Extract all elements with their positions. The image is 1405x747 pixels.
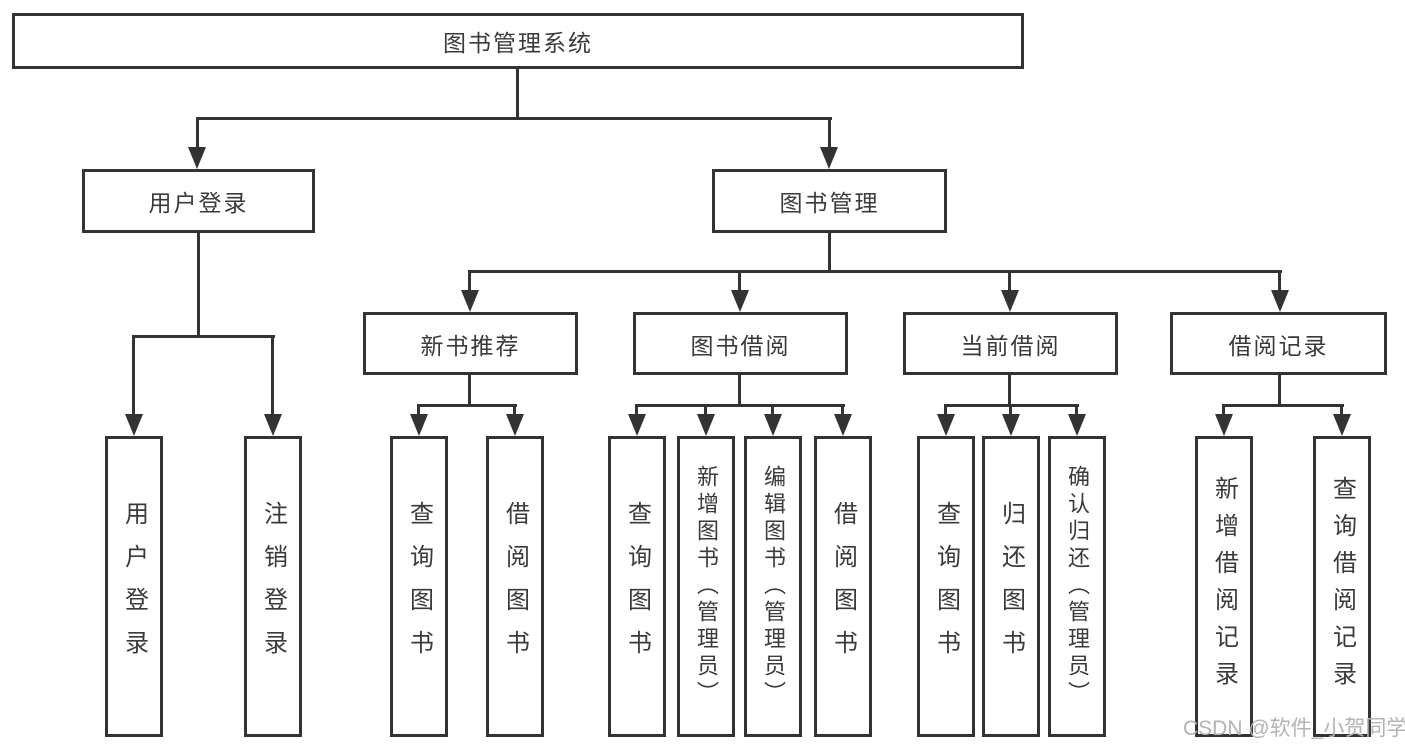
connector-line [196,117,832,120]
connector-line [828,233,831,272]
node-new-book-recommend: 新书推荐 [363,312,578,375]
arrow-head [937,414,955,436]
connector-line [1009,404,1012,416]
arrow-head [1002,414,1020,436]
connector-line [771,404,774,416]
connector-line [516,69,519,120]
leaf-query-books-borrow: 查询图书 [608,436,666,737]
connector-line [1340,404,1343,416]
arrow-head [1215,414,1233,436]
leaf-user-login: 用户登录 [105,436,163,737]
connector-line [196,117,199,149]
connector-line [738,270,741,292]
arrow-head [731,290,749,312]
leaf-return-book: 归还图书 [982,436,1040,737]
arrow-head [125,414,143,436]
leaf-add-borrow-record: 新增借阅记录 [1195,436,1253,737]
connector-line [635,404,638,416]
connector-line [1222,404,1344,407]
connector-line [944,404,947,416]
node-user-login: 用户登录 [82,169,315,233]
arrow-head [820,147,838,169]
arrow-head [264,414,282,436]
connector-line [1008,270,1011,292]
arrow-head [1068,414,1086,436]
arrow-head [1001,290,1019,312]
node-book-management: 图书管理 [712,169,947,233]
arrow-head [188,147,206,169]
arrow-head [506,414,524,436]
leaf-add-book-admin: 新增图书（管理员） [677,436,735,737]
leaf-query-books-recommend: 查询图书 [390,436,448,737]
leaf-borrow-books-recommend: 借阅图书 [486,436,544,737]
arrow-head [628,414,646,436]
connector-line [1008,375,1011,406]
connector-line [271,335,274,414]
connector-line [1222,404,1225,416]
leaf-confirm-return-admin: 确认归还（管理员） [1048,436,1106,737]
connector-line [1278,270,1281,292]
connector-line [468,270,1282,273]
arrow-head [764,414,782,436]
arrow-head [834,414,852,436]
connector-line [132,335,275,338]
arrow-head [697,414,715,436]
leaf-query-books-current: 查询图书 [917,436,975,737]
connector-line [828,117,831,149]
connector-line [197,233,200,338]
arrow-head [1333,414,1351,436]
connector-line [1075,404,1078,416]
node-book-borrow: 图书借阅 [633,312,848,375]
connector-line [738,375,741,406]
connector-line [841,404,844,416]
connector-line [513,404,516,416]
connector-line [417,404,517,407]
connector-line [417,404,420,416]
connector-line [635,404,845,407]
node-borrow-records: 借阅记录 [1170,312,1387,375]
connector-line [1278,375,1281,406]
leaf-edit-book-admin: 编辑图书（管理员） [744,436,802,737]
node-current-borrow: 当前借阅 [903,312,1118,375]
arrow-head [1271,290,1289,312]
csdn-watermark: CSDN @软件_小贺同学 [1183,717,1405,740]
leaf-query-borrow-record: 查询借阅记录 [1313,436,1371,737]
leaf-borrow-books-borrow: 借阅图书 [814,436,872,737]
node-root: 图书管理系统 [12,13,1024,69]
leaf-logout: 注销登录 [244,436,302,737]
connector-line [704,404,707,416]
arrow-head [410,414,428,436]
arrow-head [461,290,479,312]
connector-line [468,270,471,292]
connector-line [468,375,471,406]
connector-line [132,335,135,414]
